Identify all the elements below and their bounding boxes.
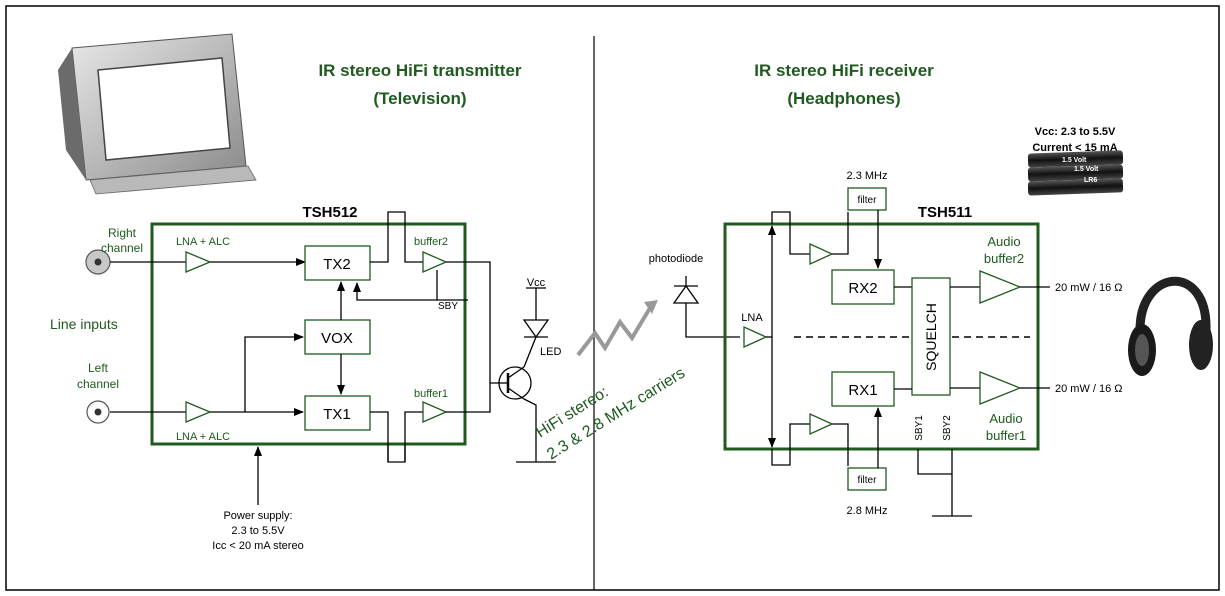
headphones-icon [1128,276,1213,376]
sby1-label: SBY1 [914,415,925,441]
rx-lna-label: LNA [741,312,763,324]
ir-signal-zigzag [576,306,652,357]
lna-top-label: LNA + ALC [176,236,230,248]
outer-frame [5,5,1220,591]
squelch-block [911,277,951,396]
freq-top-label: 2.3 MHz [847,170,888,182]
battery-cell-label-2: 1.5 Volt [1074,166,1099,173]
led-label: LED [540,346,561,358]
rx-title-line1: IR stereo HiFi receiver [754,61,934,80]
tsh512-chip [150,222,467,446]
left-channel-jack [86,400,110,424]
lna-bottom-amplifier [185,401,212,423]
vcc-label: Vcc [527,277,546,289]
battery-current-label: Current < 15 mA [1032,142,1117,154]
photodiode-label: photodiode [649,253,703,265]
audio-buffer2-amplifier [979,270,1022,304]
rx-lna-amplifier [743,325,768,349]
buffer2-amplifier [422,251,448,273]
right-channel-label-2: channel [101,241,143,255]
tx-title-line1: IR stereo HiFi transmitter [318,61,521,80]
rx-chip-label: TSH511 [918,204,972,221]
filter-top-label: filter [858,195,878,206]
rx-bottom-amplifier [809,412,834,436]
audio-buffer2-label-1: Audio [987,234,1020,249]
audio-buffer1-label-2: buffer1 [986,428,1026,443]
filter-bottom-block [847,467,887,491]
buffer2-label: buffer2 [414,236,448,248]
audio-buffer1-amplifier [979,371,1022,405]
buffer1-amplifier [422,401,448,423]
vox-label: VOX [321,330,353,347]
left-channel-label-2: channel [77,377,119,391]
rx2-block [831,269,895,305]
squelch-label: SQUELCH [923,303,939,371]
rx1-label: RX1 [848,382,877,399]
power-supply-line3: Icc < 20 mA stereo [212,540,303,552]
tx1-label: TX1 [323,406,351,423]
rx-title-line2: (Headphones) [787,89,900,108]
tx2-label: TX2 [323,256,351,273]
power-supply-line1: Power supply: [223,510,292,522]
battery-cell-label-3: LR6 [1084,177,1097,184]
out-bottom-label: 20 mW / 16 Ω [1055,383,1123,395]
rx2-label: RX2 [848,280,877,297]
freq-bottom-label: 2.8 MHz [847,505,888,517]
vox-block [304,319,371,355]
sby2-label: SBY2 [942,415,953,441]
tsh511-chip [723,222,1040,451]
led-icon [522,319,550,339]
filter-bottom-label: filter [858,475,878,486]
tx-title-line2: (Television) [373,89,466,108]
battery-icon: 1.5 Volt 1.5 Volt LR6 [1027,150,1124,196]
audio-buffer2-label-2: buffer2 [984,251,1024,266]
battery-vcc-label: Vcc: 2.3 to 5.5V [1035,126,1116,138]
left-channel-label-1: Left [88,361,109,375]
television-icon [58,33,257,195]
lna-top-amplifier [185,251,212,273]
power-supply-line2: 2.3 to 5.5V [231,525,285,537]
audio-buffer1-label-1: Audio [989,411,1022,426]
buffer1-label: buffer1 [414,388,448,400]
rx-top-amplifier [809,242,834,266]
battery-cell-label-1: 1.5 Volt [1062,157,1087,164]
photodiode-icon [672,276,740,338]
out-top-label: 20 mW / 16 Ω [1055,282,1123,294]
filter-top-block [847,187,887,211]
tx2-block [304,245,371,281]
right-channel-label-1: Right [108,226,137,240]
tx-chip-label: TSH512 [302,204,357,221]
tx1-block [304,395,371,431]
transistor-symbol [498,366,532,400]
sby-label: SBY [438,301,458,312]
lna-bottom-label: LNA + ALC [176,431,230,443]
line-inputs-label: Line inputs [50,316,118,332]
